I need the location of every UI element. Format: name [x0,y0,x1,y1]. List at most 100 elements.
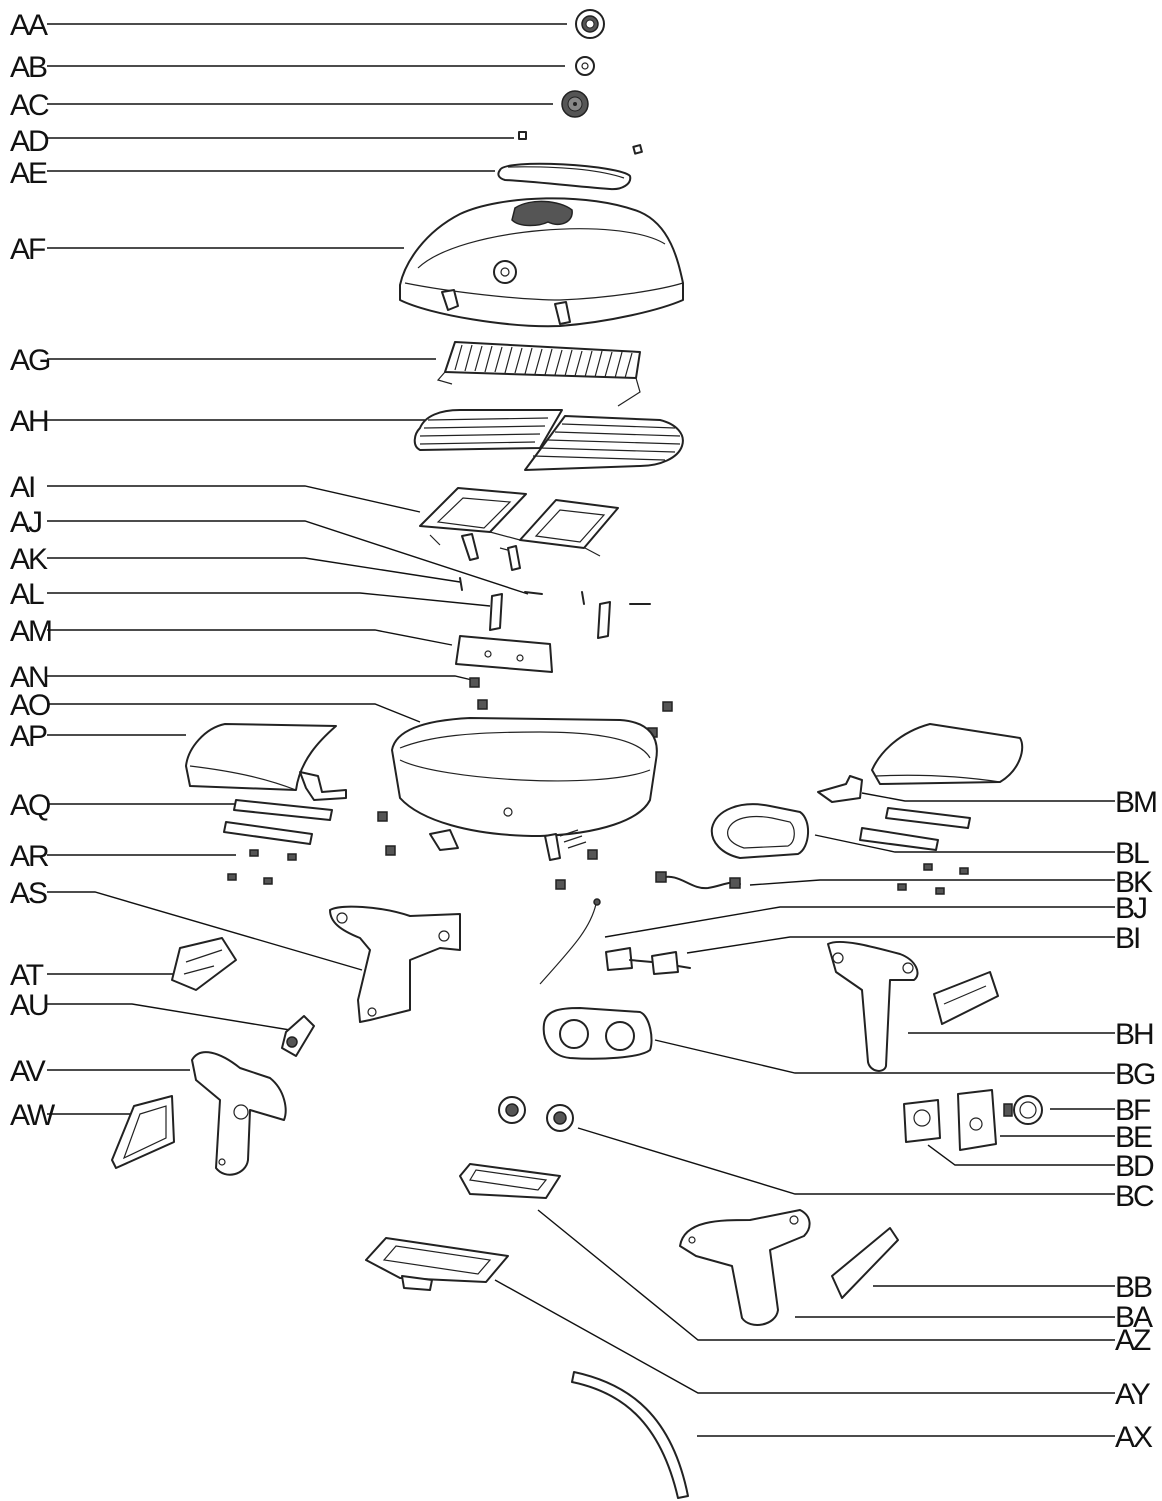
left-labels: AA AB AC AD AE AF AG AH AI AJ AK AL AM A… [10,9,58,1132]
label-AT: AT [10,959,44,992]
part-AC-pin [573,102,577,106]
part-AI-tray-left [419,487,527,533]
part-BE-hole [969,1117,983,1131]
part-AN-nut-6 [385,845,396,856]
part-AO-foot-right [544,833,561,861]
part-AD-screw-right [632,144,643,155]
leader-BD [927,1144,1115,1166]
part-BM-bracket [817,775,863,803]
part-BF-regulator [1003,1095,1043,1125]
part-AN-nut-8 [555,879,566,890]
label-AZ: AZ [1115,1324,1151,1357]
part-AJ-AK-AL-hardware [459,577,651,639]
part-AV-foot-hole [218,1158,226,1166]
label-BA: BA [1115,1301,1153,1334]
part-BK-fitting-left [655,871,667,883]
leader-BM [861,792,1115,802]
part-BB-bar [831,1227,899,1299]
part-AR-clips [227,849,297,885]
part-AR-clip-3 [227,873,237,881]
part-BD-body [903,1099,941,1143]
part-BI-valve-left [605,947,633,971]
part-AS-hole-2 [438,930,450,942]
label-AC: AC [10,89,49,122]
label-BC: BC [1115,1180,1154,1213]
part-AD-screws [518,131,643,155]
label-AQ: AQ [10,789,50,822]
label-AV: AV [10,1055,46,1088]
part-right-clips [897,863,969,895]
label-AP: AP [10,720,47,753]
part-AO-bowl [391,717,658,837]
part-AF-contour [417,228,666,269]
label-AX: AX [1115,1421,1153,1454]
leader-AN [47,675,473,681]
part-AM-hole-2 [516,654,524,662]
part-AY-body [365,1237,509,1283]
label-AD: AD [10,125,49,158]
part-AQ-tube-2 [223,821,313,845]
leader-BC [577,1127,1115,1195]
part-AL-bracket-left [489,593,503,631]
part-AO-hole [503,807,513,817]
part-BC-knob-right-center [553,1111,567,1125]
part-AK-pin-right [581,591,585,605]
label-AU: AU [10,989,48,1022]
part-BG-knob-hole-left [559,1019,589,1049]
part-AK-pin-left [459,577,463,591]
label-AG: AG [10,344,50,377]
part-AI-connector [429,531,601,557]
label-AY: AY [1115,1378,1151,1411]
part-BH-block-detail [943,985,987,1005]
part-AV-leg-left [191,1051,287,1176]
part-BA-body [679,1209,811,1326]
part-AF-gauge-hole [493,260,517,284]
part-BE-body [957,1089,997,1151]
part-AB-outer [575,56,595,76]
part-AP-top [185,723,337,791]
part-AN-nut-2 [477,699,488,710]
part-AY-drip-pan [365,1237,509,1291]
label-AA: AA [10,9,48,42]
part-AU-ignitor [281,1015,315,1057]
part-BI-valve-right [651,951,679,975]
part-AN-nut-5 [377,811,388,822]
part-AT-detail [183,949,223,975]
part-AM-heat-shield [455,635,553,673]
part-AS-hole-1 [336,912,348,924]
part-right-clip-3 [897,883,907,891]
part-BF-inner [1019,1101,1037,1119]
leader-BI [686,936,1115,954]
label-BE: BE [1115,1121,1152,1154]
part-BB-body [831,1227,899,1299]
part-AH-grate-right-bars [532,423,681,461]
part-BK-fitting-right [729,877,741,889]
part-AP-edge [189,765,297,791]
part-AV-hole [233,1104,249,1120]
part-AO-inner [399,759,651,782]
leader-AL [47,592,491,607]
part-BH-hole-1 [832,952,844,964]
part-BE-plate [957,1089,997,1151]
part-AI-burner-trays [419,487,619,571]
part-BL-inner [727,815,795,849]
part-AB-hole [581,62,589,70]
part-BG-knob-hole-right [605,1021,635,1051]
part-BA-hole [789,1215,799,1225]
part-BM-edge [875,774,1001,783]
label-BH: BH [1115,1018,1153,1051]
part-AS-leg-bracket [329,905,461,1023]
part-AG-frame [444,341,641,379]
leader-AU [47,1003,291,1031]
part-AR-clip-1 [249,849,259,857]
part-AM-hole-1 [484,650,492,658]
label-BI: BI [1115,922,1139,955]
label-BK: BK [1115,866,1153,899]
part-BA-leg-right [679,1209,811,1326]
part-BI-pipe [629,959,691,969]
part-AF-lid [399,197,684,328]
label-AS: AS [10,877,47,910]
part-AQ-tubes [223,799,333,845]
label-AW: AW [10,1099,56,1132]
